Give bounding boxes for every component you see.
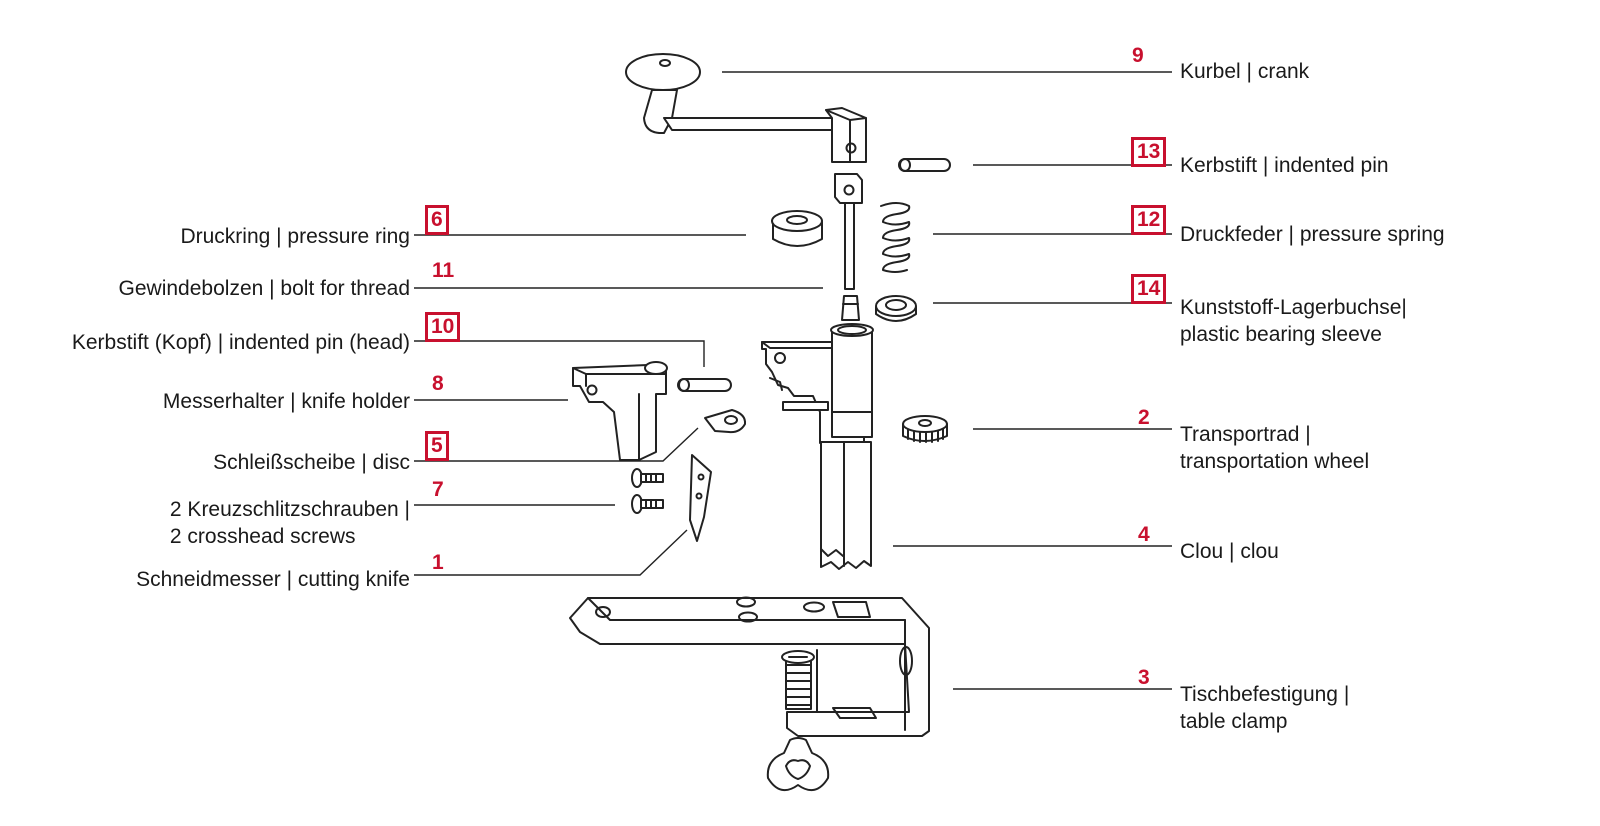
label-table-clamp: Tischbefestigung | table clamp xyxy=(1180,683,1350,733)
label-pressure-spring: Druckfeder | pressure spring xyxy=(1180,223,1445,246)
pressure-spring-part xyxy=(880,202,911,273)
threaded-bolt-part xyxy=(834,173,863,321)
leader-lines xyxy=(414,71,1172,690)
table-clamp-part xyxy=(569,596,930,792)
label-crank: Kurbel | crank xyxy=(1180,60,1310,83)
label-knife-holder: Messerhalter | knife holder xyxy=(162,390,410,413)
part-number-13: 13 xyxy=(1131,137,1167,167)
part-number-12: 12 xyxy=(1131,205,1167,235)
label-bearing-sleeve: Kunststoff-Lagerbuchse| plastic bearing … xyxy=(1180,296,1407,346)
part-number-6: 6 xyxy=(425,205,449,235)
clou-body-part xyxy=(761,323,874,570)
part-number-8: 8 xyxy=(432,372,444,395)
label-clou: Clou | clou xyxy=(1180,540,1279,563)
part-number-10: 10 xyxy=(425,312,461,342)
label-indented-pin: Kerbstift | indented pin xyxy=(1180,154,1389,177)
crosshead-screws-part xyxy=(631,468,664,514)
part-number-7: 7 xyxy=(432,478,444,501)
pin-head-part xyxy=(677,378,732,392)
part-number-5: 5 xyxy=(425,431,449,461)
wear-disc-part xyxy=(704,409,747,434)
transport-wheel-part xyxy=(902,415,948,443)
pressure-ring-part xyxy=(771,210,823,247)
crank-part xyxy=(625,53,867,163)
label-wear-disc: Schleißscheibe | disc xyxy=(213,451,410,474)
part-number-3: 3 xyxy=(1138,666,1150,689)
bearing-sleeve-part xyxy=(875,295,917,322)
cutting-knife-part xyxy=(689,454,712,542)
leader-5 xyxy=(414,427,699,462)
label-pin-head: Kerbstift (Kopf) | indented pin (head) xyxy=(71,331,410,354)
label-transport-wheel: Transportrad | transportation wheel xyxy=(1180,423,1370,473)
leader-1 xyxy=(414,529,688,576)
part-number-2: 2 xyxy=(1138,406,1150,429)
label-threaded-bolt: Gewindebolzen | bolt for thread xyxy=(118,277,410,300)
label-cutting-knife: Schneidmesser | cutting knife xyxy=(136,568,410,591)
indented-pin-part xyxy=(898,158,951,172)
part-number-11: 11 xyxy=(432,259,455,282)
part-number-1: 1 xyxy=(432,551,444,574)
part-number-9: 9 xyxy=(1132,44,1144,67)
leader-10 xyxy=(414,340,705,367)
part-number-4: 4 xyxy=(1138,523,1150,546)
label-crosshead-screws: 2 Kreuzschlitzschrauben | 2 crosshead sc… xyxy=(169,498,410,548)
part-number-14: 14 xyxy=(1131,274,1167,304)
knife-holder-part xyxy=(572,361,668,461)
label-pressure-ring: Druckring | pressure ring xyxy=(180,225,410,248)
